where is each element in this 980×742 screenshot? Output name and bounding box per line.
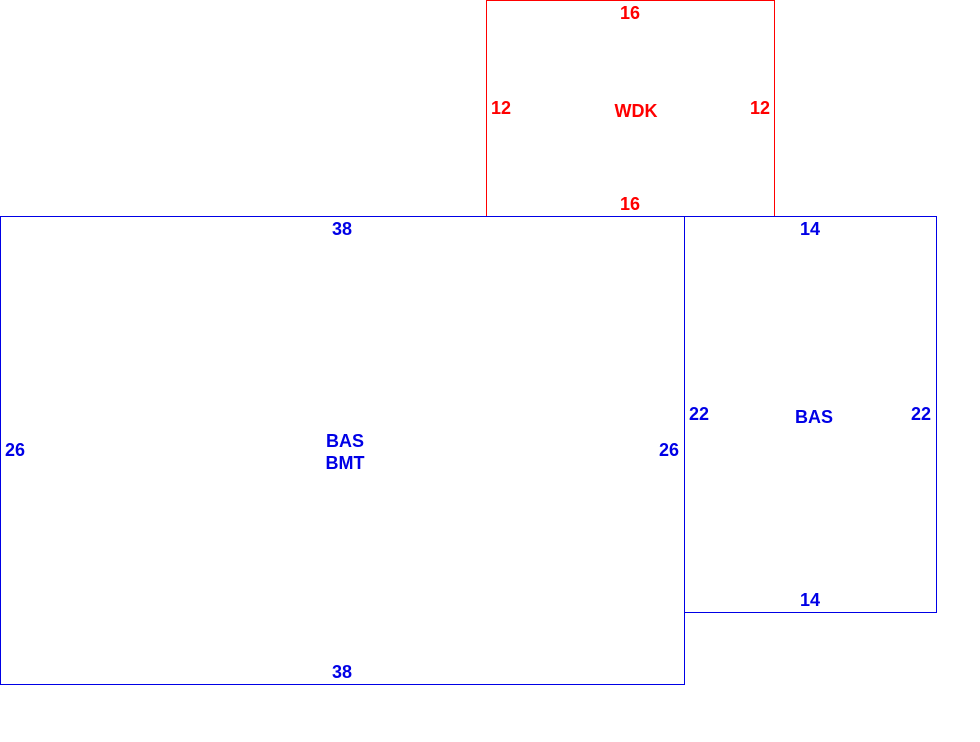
bas-side-left-dim: 22 xyxy=(688,404,710,424)
wdk-left-dim: 12 xyxy=(490,98,512,118)
wdk-bottom-dim: 16 xyxy=(619,194,641,214)
wdk-label: WDK xyxy=(614,101,658,121)
wdk-top-dim: 16 xyxy=(619,3,641,23)
bas-side-label: BAS xyxy=(794,407,834,427)
bas-main-bottom-dim: 38 xyxy=(331,662,353,682)
bas-side-bottom-dim: 14 xyxy=(799,590,821,610)
bas-side-top-dim: 14 xyxy=(799,219,821,239)
bas-main-right-dim: 26 xyxy=(658,440,680,460)
bas-side-right-dim: 22 xyxy=(910,404,932,424)
wdk-right-dim: 12 xyxy=(749,98,771,118)
bas-main-top-dim: 38 xyxy=(331,219,353,239)
bas-side-area xyxy=(684,216,937,613)
bmt-label: BMT xyxy=(325,453,365,473)
bas-main-label: BAS xyxy=(325,431,365,451)
bas-main-left-dim: 26 xyxy=(4,440,26,460)
